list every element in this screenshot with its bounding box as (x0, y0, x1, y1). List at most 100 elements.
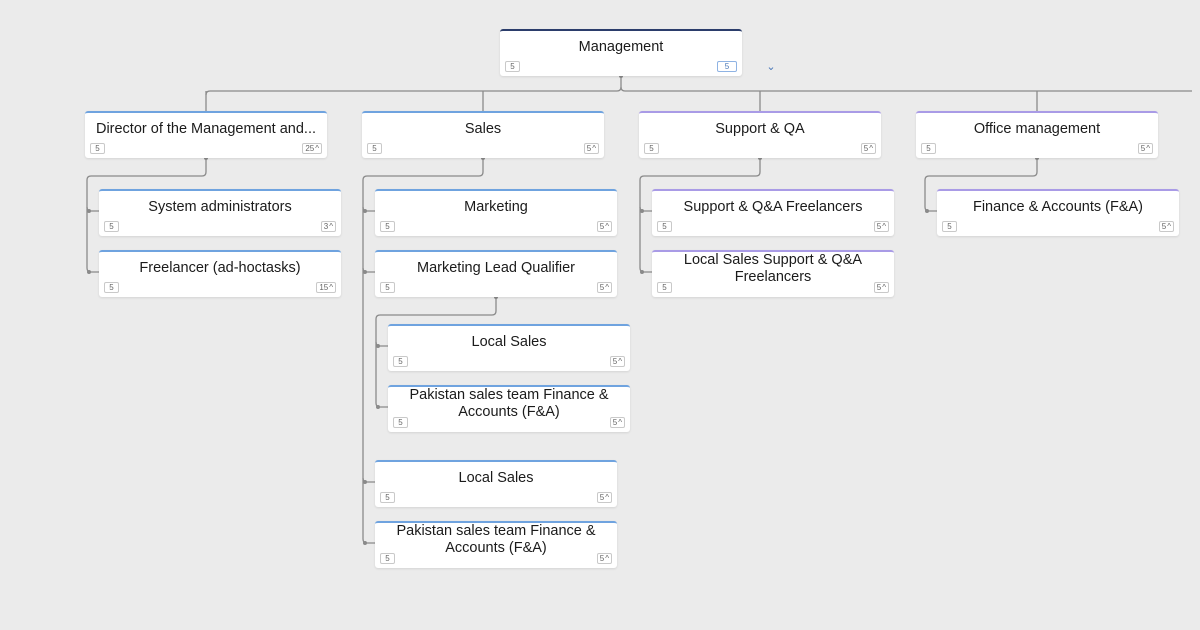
node-children-toggle[interactable]: 5^ (583, 143, 599, 154)
chevron-up-icon: ^ (592, 143, 596, 153)
connector-dot (363, 480, 367, 484)
node-children-toggle[interactable]: 5^ (596, 221, 612, 232)
node-title: Office management (973, 121, 1101, 137)
chevron-up-icon: ^ (869, 143, 873, 153)
org-node-pakistan-sales-2[interactable]: Pakistan sales team Finance & Accounts (… (375, 521, 617, 568)
connector-line (375, 402, 388, 408)
node-children-count: 3 (323, 222, 329, 231)
connector-dot (376, 405, 380, 409)
node-children-count: 5 (1161, 222, 1167, 231)
chevron-up-icon: ^ (1167, 221, 1171, 231)
node-children-toggle[interactable]: 5^ (596, 282, 612, 293)
node-children-toggle[interactable]: 3^ (320, 221, 336, 232)
node-title: Freelancer (ad-hoctasks) (139, 260, 301, 276)
node-children-count: 15 (319, 283, 329, 292)
node-children-toggle[interactable]: 5 (717, 61, 737, 72)
node-children-toggle[interactable]: 5^ (873, 221, 889, 232)
node-children-count: 5 (1140, 144, 1146, 153)
node-children-count: 5 (599, 493, 605, 502)
node-children-count: 5 (599, 283, 605, 292)
org-node-freelancer-adhoc[interactable]: Freelancer (ad-hoctasks) 5 15^ (99, 250, 341, 297)
node-children-count: 5 (599, 222, 605, 231)
node-children-count: 5 (876, 283, 882, 292)
node-member-count: 5 (380, 492, 395, 503)
node-children-toggle[interactable]: 5^ (596, 492, 612, 503)
connector-line (639, 267, 652, 273)
chevron-up-icon: ^ (882, 282, 886, 292)
connector-dot (87, 270, 91, 274)
connector-dot (925, 209, 929, 213)
node-title: Local Sales Support & Q&A Freelancers (683, 251, 863, 285)
node-title: Pakistan sales team Finance & Accounts (… (396, 522, 596, 556)
chevron-up-icon: ^ (605, 221, 609, 231)
chevron-up-icon: ^ (1146, 143, 1150, 153)
node-children-count: 5 (612, 357, 618, 366)
connector-line (86, 206, 99, 212)
node-title: Marketing Lead Qualifier (417, 260, 575, 276)
node-title: Support & Q&A Freelancers (683, 199, 863, 215)
node-children-toggle[interactable]: 5^ (1158, 221, 1174, 232)
node-title: Local Sales (471, 334, 547, 350)
chevron-up-icon: ^ (882, 221, 886, 231)
connector-line (362, 477, 375, 483)
chevron-up-icon: ^ (605, 282, 609, 292)
node-member-count: 5 (104, 221, 119, 232)
node-member-count: 5 (942, 221, 957, 232)
node-children-toggle[interactable]: 5^ (609, 417, 625, 428)
node-member-count: 5 (380, 553, 395, 564)
node-children-count: 25 (305, 144, 315, 153)
node-children-toggle[interactable]: 5^ (1137, 143, 1153, 154)
node-member-count: 5 (393, 417, 408, 428)
node-member-count: 5 (644, 143, 659, 154)
node-member-count: 5 (90, 143, 105, 154)
chevron-up-icon: ^ (329, 282, 333, 292)
org-node-pakistan-sales-1[interactable]: Pakistan sales team Finance & Accounts (… (388, 385, 630, 432)
node-title: System administrators (148, 199, 292, 215)
chevron-up-icon: ^ (605, 553, 609, 563)
chevron-up-icon: ^ (329, 221, 333, 231)
connector-line (362, 538, 375, 544)
node-children-count: 5 (863, 144, 869, 153)
node-title: Pakistan sales team Finance & Accounts (… (409, 386, 609, 420)
node-title: Director of the Management and... (95, 121, 317, 137)
connector-dot (363, 541, 367, 545)
node-children-count: 5 (612, 418, 618, 427)
node-children-toggle[interactable]: 15^ (316, 282, 336, 293)
connector-line (86, 267, 99, 273)
connector-line (205, 76, 622, 96)
connector-line (639, 206, 652, 212)
node-children-count: 5 (586, 144, 592, 153)
org-node-system-administrators[interactable]: System administrators 5 3^ (99, 189, 341, 236)
node-children-toggle[interactable]: 25^ (302, 143, 322, 154)
node-children-toggle[interactable]: 5^ (609, 356, 625, 367)
connector-dot (640, 270, 644, 274)
connector-dot (363, 209, 367, 213)
node-member-count: 5 (657, 282, 672, 293)
node-member-count: 5 (380, 221, 395, 232)
node-children-toggle[interactable]: 5^ (873, 282, 889, 293)
chevron-up-icon: ^ (618, 417, 622, 427)
connector-dot (376, 344, 380, 348)
node-children-toggle[interactable]: 5^ (860, 143, 876, 154)
node-member-count: 5 (921, 143, 936, 154)
node-children-toggle[interactable]: 5^ (596, 553, 612, 564)
chevron-down-icon[interactable]: ⌄ (766, 61, 776, 73)
node-member-count: 5 (657, 221, 672, 232)
connector-dot (363, 270, 367, 274)
org-node-support-qa-freelancers[interactable]: Support & Q&A Freelancers 5 5^ (652, 189, 894, 236)
org-node-director[interactable]: Director of the Management and... 5 25^ (85, 111, 327, 158)
connector-dot (640, 209, 644, 213)
node-member-count: 5 (104, 282, 119, 293)
connector-line (924, 206, 937, 212)
